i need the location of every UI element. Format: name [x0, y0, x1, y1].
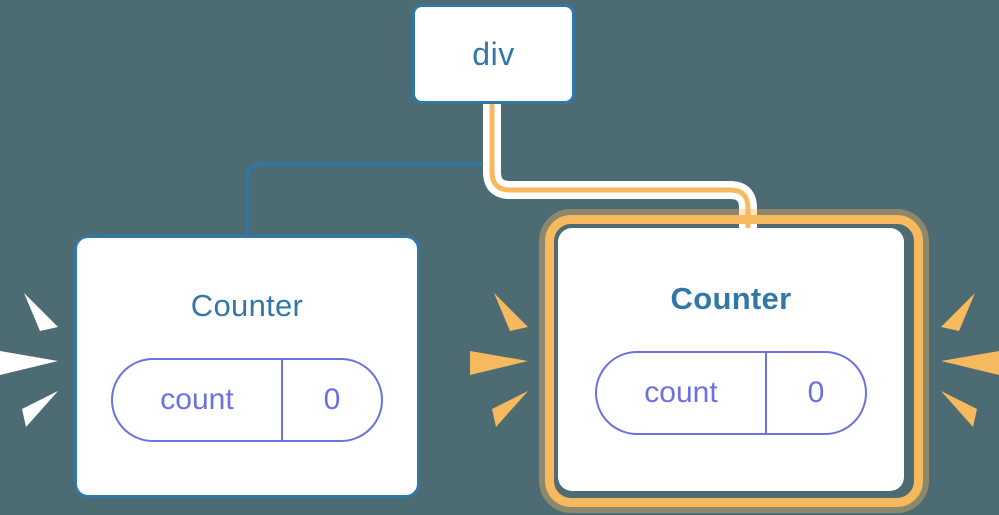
state-pill-right: count 0: [595, 351, 867, 435]
state-pill-left: count 0: [111, 358, 383, 442]
connector-div-to-right-counter: [489, 101, 751, 235]
state-value-label: 0: [807, 376, 825, 409]
state-value-label: 0: [323, 383, 341, 416]
node-counter-left[interactable]: Counter count 0: [74, 235, 420, 498]
node-counter-left-title: Counter: [190, 288, 304, 323]
node-div-label: div: [472, 36, 515, 72]
node-counter-right-title: Counter: [670, 281, 792, 316]
connector-div-to-left-counter: [245, 102, 494, 239]
connector-halo: [483, 95, 757, 241]
node-div[interactable]: div: [412, 4, 575, 104]
node-counter-right[interactable]: Counter count 0: [558, 228, 904, 491]
state-key-label: count: [113, 360, 283, 440]
state-key-label: count: [597, 353, 767, 433]
